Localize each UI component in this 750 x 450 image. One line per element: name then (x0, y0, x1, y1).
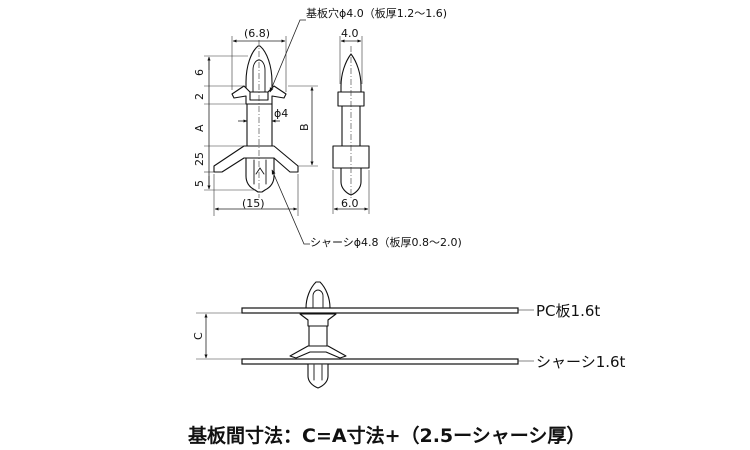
chassis-label: シャーシ1.6t (536, 353, 626, 371)
front-view: (6.8) (15) 6 2 A 25 5 ϕ4 B (193, 6, 462, 249)
dim-width-bottom: (15) (242, 197, 265, 210)
dim-width-top: (6.8) (244, 27, 270, 40)
assembly-top-head (305, 281, 331, 309)
assembly-top-slit (312, 289, 324, 308)
board-hole-leader (269, 19, 306, 93)
pc-board-plate (241, 307, 519, 314)
assembly-view: C PC板1.6t シャーシ1.6t (192, 281, 626, 389)
dim-stack-6: 6 (193, 69, 206, 76)
chassis-hole-leader (271, 169, 310, 245)
dim-shaft: ϕ4 (274, 107, 288, 120)
front-top-slit-left (252, 59, 260, 93)
side-view: 4.0 6.0 (332, 27, 370, 214)
assembly-bottom-slit (313, 364, 323, 381)
dim-side-top: 4.0 (341, 27, 359, 40)
dim-b: B (298, 123, 311, 131)
front-bottom-head (245, 157, 275, 193)
dim-stack-5: 5 (193, 180, 206, 187)
board-hole-note: 基板穴ϕ4.0（板厚1.2〜1.6) (306, 6, 447, 20)
front-lower-flange (213, 145, 299, 173)
assembly-lower-flange (289, 345, 347, 359)
front-top-slit-right (258, 59, 266, 93)
assembly-upper-wing (299, 313, 337, 327)
dim-stack-2: 2 (193, 93, 206, 100)
chassis-hole-note: シャーシϕ4.8（板厚0.8〜2.0) (310, 235, 462, 249)
front-shaft (246, 103, 273, 147)
assembly-bottom-head (307, 363, 329, 389)
spacing-formula: 基板間寸法：C=A寸法+（2.5ーシャーシ厚） (187, 424, 585, 447)
pc-board-label: PC板1.6t (536, 302, 600, 320)
dim-stack-25: 25 (193, 152, 206, 166)
dim-c: C (192, 332, 205, 340)
assembly-shaft (308, 325, 328, 347)
front-bottom-notch (255, 167, 265, 175)
chassis-plate (241, 358, 519, 365)
dim-side-bottom: 6.0 (341, 197, 359, 210)
dim-stack-labels: 6 2 A 25 5 (193, 69, 206, 187)
dim-stack-a: A (193, 124, 206, 132)
